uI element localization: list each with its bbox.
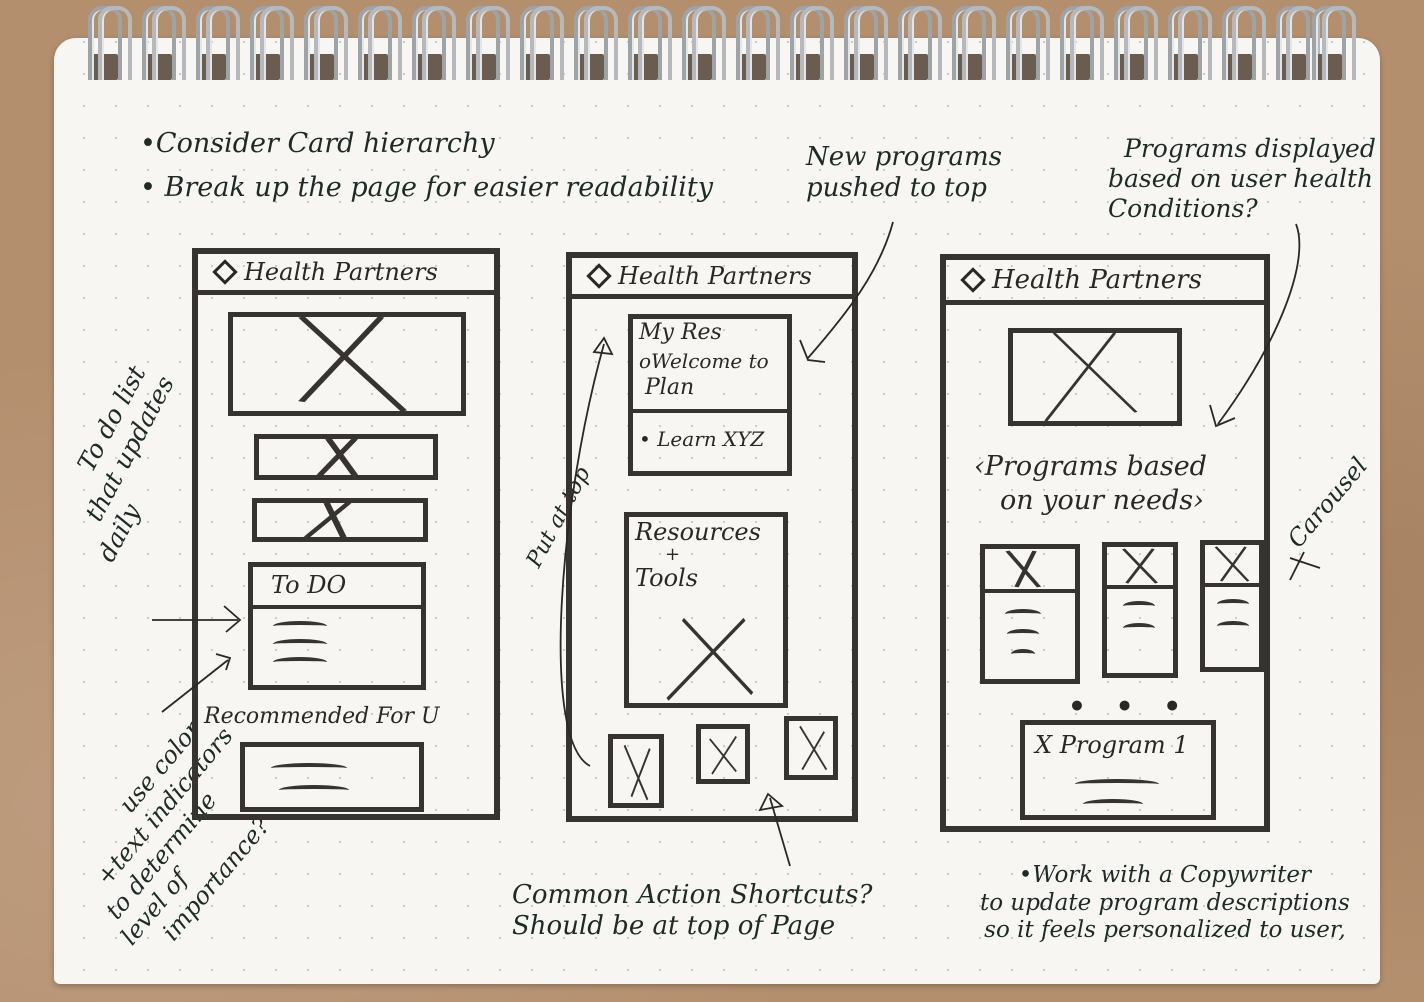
wireframe-1: Health Partners To DO Recommended For U bbox=[192, 248, 500, 820]
note-card-hierarchy: •Consider Card hierarchy bbox=[140, 128, 495, 159]
note-new-programs: New programs pushed to top bbox=[806, 142, 1002, 204]
banner-placeholder-2 bbox=[252, 498, 428, 542]
todo-title: To DO bbox=[271, 571, 347, 599]
brand-name: Health Partners bbox=[244, 258, 438, 286]
todo-card: To DO bbox=[248, 562, 426, 690]
hero-image-placeholder bbox=[228, 312, 466, 416]
recommended-heading: Recommended For U bbox=[204, 704, 440, 729]
program-carousel-card-2[interactable] bbox=[1102, 542, 1178, 678]
resources-tools-card: Resources + Tools bbox=[624, 512, 788, 708]
logo-diamond-icon bbox=[586, 263, 612, 289]
note-programs-displayed: Programs displayed based on user health … bbox=[1108, 134, 1376, 223]
shortcut-button-3[interactable] bbox=[784, 716, 838, 780]
learn-xyz-item: • Learn XYZ bbox=[639, 427, 765, 451]
shortcut-button-1[interactable] bbox=[608, 734, 664, 808]
note-common-actions: Common Action Shortcuts? Should be at to… bbox=[512, 880, 873, 942]
program-1-card[interactable]: X Program 1 bbox=[1020, 720, 1216, 820]
logo-diamond-icon bbox=[960, 267, 986, 293]
spiral-binding bbox=[0, 0, 1424, 90]
programs-section-title: ‹Programs based on your needs› bbox=[974, 451, 1207, 516]
note-copywriter: •Work with a Copywriter to update progra… bbox=[980, 862, 1350, 944]
note-break-up-page: • Break up the page for easier readabili… bbox=[140, 172, 713, 203]
carousel-pagination-dots[interactable]: • • • bbox=[1068, 690, 1192, 723]
banner-placeholder-1 bbox=[254, 434, 438, 480]
wireframe-2: Health Partners My Res oWelcome to Plan … bbox=[566, 252, 858, 822]
wireframe-3: Health Partners ‹Programs based on your … bbox=[940, 254, 1270, 832]
shortcut-button-2[interactable] bbox=[696, 724, 750, 784]
brand-name: Health Partners bbox=[992, 265, 1202, 295]
notebook-page bbox=[54, 38, 1380, 984]
my-res-card: My Res oWelcome to Plan • Learn XYZ bbox=[628, 314, 792, 476]
recommended-card bbox=[240, 742, 424, 812]
wireframe-header: Health Partners bbox=[572, 258, 852, 299]
program-carousel-card-3[interactable] bbox=[1200, 540, 1264, 672]
brand-name: Health Partners bbox=[618, 262, 812, 290]
wireframe-header: Health Partners bbox=[946, 260, 1264, 305]
wireframe-header: Health Partners bbox=[198, 254, 494, 295]
resources-tools-title: Resources + Tools bbox=[635, 518, 761, 593]
logo-diamond-icon bbox=[212, 259, 238, 285]
my-res-text: My Res oWelcome to Plan bbox=[639, 320, 769, 400]
program-1-title: X Program 1 bbox=[1035, 731, 1189, 759]
program-carousel-card-1[interactable] bbox=[980, 544, 1080, 684]
hero-image-placeholder bbox=[1008, 328, 1182, 426]
